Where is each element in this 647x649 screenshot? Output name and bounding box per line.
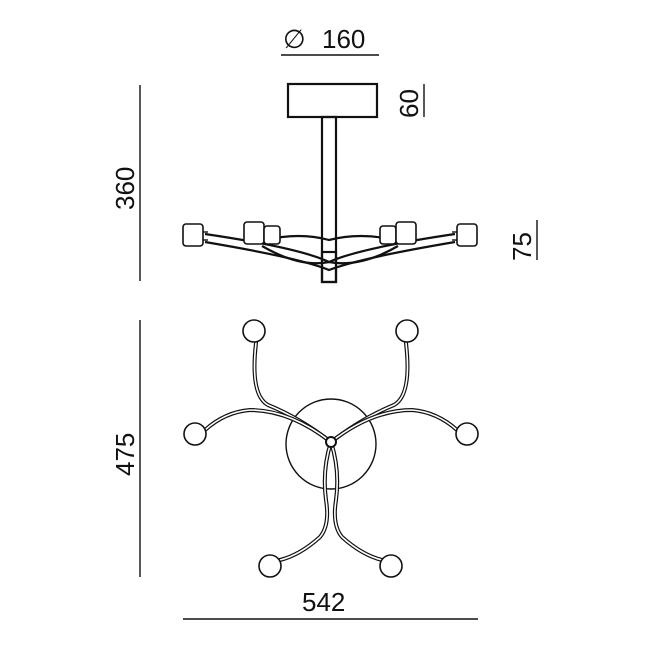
plan-center-hub xyxy=(325,436,337,448)
diameter-value: 160 xyxy=(322,24,365,54)
arm-lower-right xyxy=(329,440,384,562)
plan-width-label: 542 xyxy=(302,587,345,617)
plan-shade-left xyxy=(183,422,207,446)
total-height-label: 360 xyxy=(110,167,140,210)
plan-depth-label: 475 xyxy=(110,433,140,476)
arm-right-core xyxy=(330,409,458,443)
arm-upper-left xyxy=(252,341,333,444)
shade-far-left xyxy=(182,223,204,247)
arm-lower-left-core xyxy=(279,441,332,561)
arm-upper-right xyxy=(329,341,410,444)
arm-left xyxy=(203,407,333,444)
canopy xyxy=(286,82,379,119)
shade-mid-right xyxy=(395,221,417,245)
arm-right xyxy=(329,407,459,444)
canopy-height-label: 60 xyxy=(394,89,424,118)
plan-shade-bottom-right xyxy=(379,554,403,578)
arm-upper-right-core xyxy=(330,342,409,443)
elevation-view: 60 360 75 xyxy=(110,82,538,284)
plan-arms xyxy=(203,341,459,562)
plan-shade-bottom-left xyxy=(258,554,282,578)
shade-mid-left-b xyxy=(263,225,281,245)
shade-far-right xyxy=(456,223,478,247)
arm-lower-right-core xyxy=(330,441,383,561)
center-hub xyxy=(320,250,338,284)
arm-lower-left xyxy=(278,440,333,562)
plan-shade-right xyxy=(455,422,479,446)
plan-shade-top-right xyxy=(395,319,419,343)
diameter-symbol: ∅ xyxy=(283,24,306,54)
arm-curve-back xyxy=(204,240,456,272)
plan-view: 475 542 xyxy=(110,319,479,620)
diameter-dimension: ∅ 160 xyxy=(281,24,379,56)
arm-curve-lower xyxy=(261,245,399,265)
plan-shade-top-left xyxy=(242,319,266,343)
arm-curve-inner xyxy=(264,234,396,242)
arm-upper-left-core xyxy=(253,342,332,443)
shade-mid-left xyxy=(243,221,265,245)
arm-left-core xyxy=(204,409,332,443)
shade-mid-right-b xyxy=(379,225,397,245)
stem xyxy=(320,115,338,284)
arm-height-label: 75 xyxy=(507,232,537,261)
canopy-circle xyxy=(285,398,377,490)
